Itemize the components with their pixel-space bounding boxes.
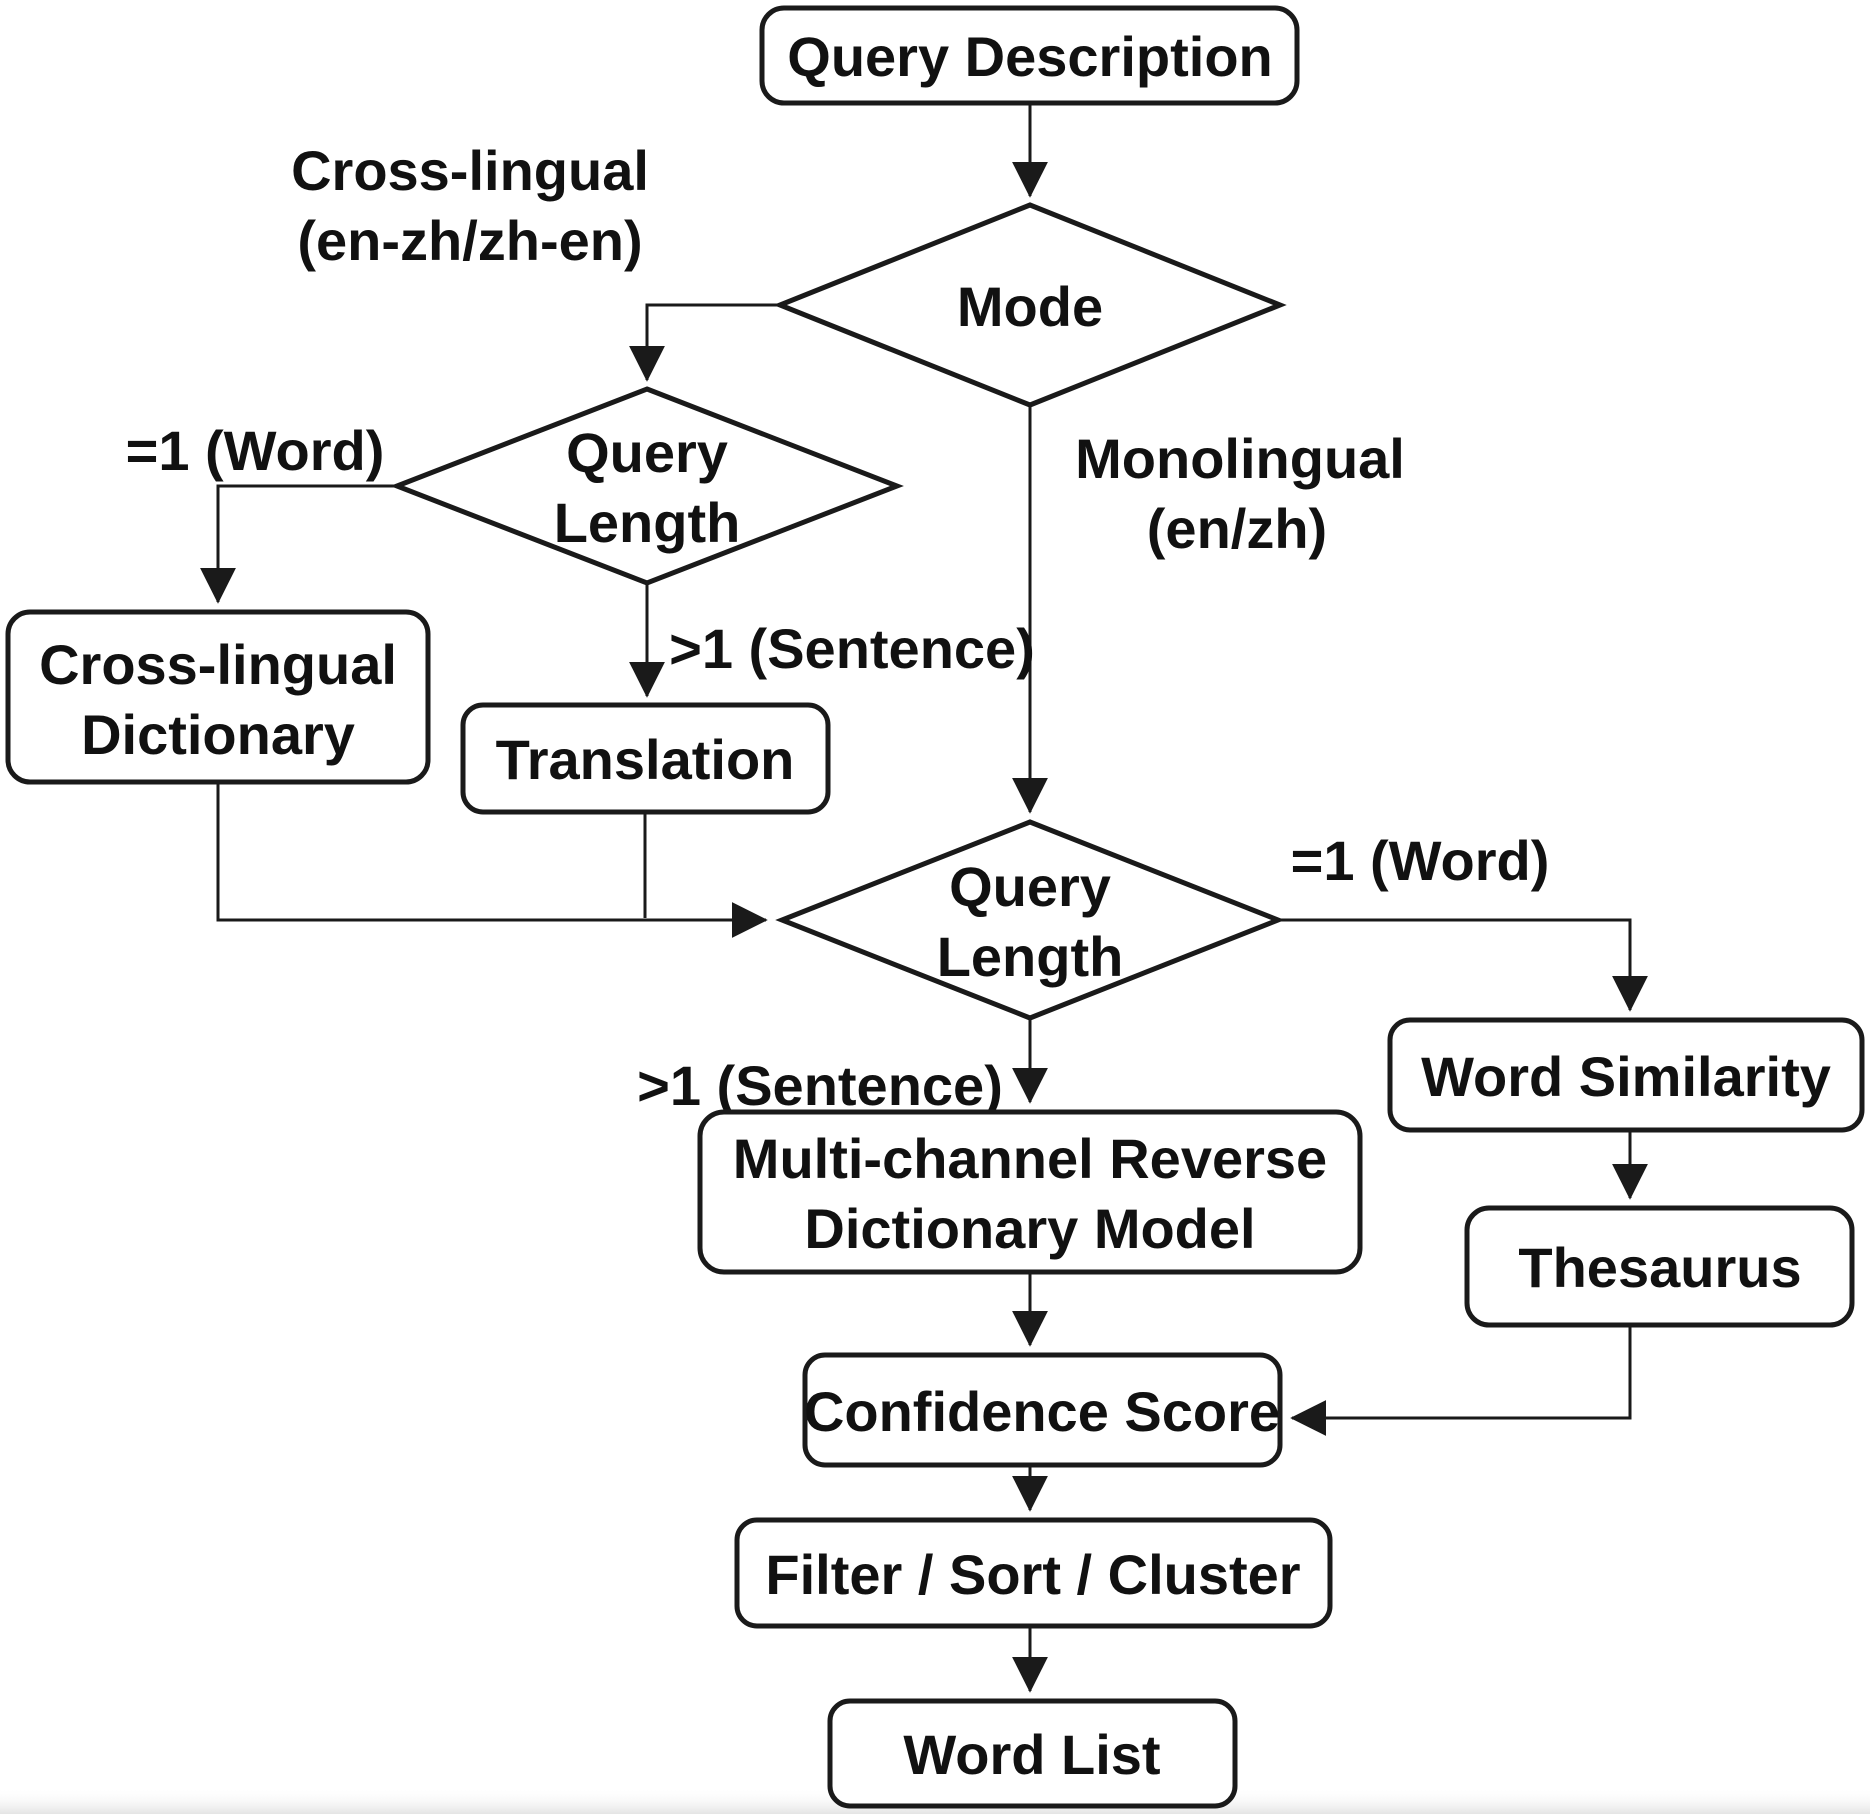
- node-cross-lingual-dictionary: Cross-lingual Dictionary: [5, 609, 431, 785]
- node-word-list: Word List: [827, 1698, 1238, 1809]
- translation-label: Translation: [496, 728, 795, 791]
- query-description-label: Query Description: [787, 25, 1272, 88]
- cross-lingual-dictionary-label-line2: Dictionary: [81, 703, 355, 766]
- mode-diamond: [773, 202, 1287, 408]
- edge-mode-to-query-length-1: [629, 303, 780, 382]
- label-cross-lingual-line1: Cross-lingual: [291, 139, 649, 202]
- label-ql2-eq1-word: =1 (Word): [1291, 829, 1550, 892]
- label-ql1-eq1-word: =1 (Word): [126, 419, 385, 482]
- filter-sort-cluster-box: [734, 1517, 1333, 1629]
- edge-thesaurus-to-confidence-score: [1290, 1325, 1632, 1436]
- word-similarity-box: [1387, 1017, 1865, 1133]
- word-similarity-label: Word Similarity: [1421, 1045, 1831, 1108]
- node-filter-sort-cluster: Filter / Sort / Cluster: [734, 1517, 1333, 1629]
- node-query-length-1: Query Length: [390, 386, 904, 586]
- node-query-length-2: Query Length: [775, 819, 1285, 1021]
- query-length-1-label-line2: Length: [554, 491, 741, 554]
- node-thesaurus: Thesaurus: [1464, 1205, 1855, 1328]
- node-mode: Mode: [773, 202, 1287, 408]
- label-ql2-gt1-sentence: >1 (Sentence): [637, 1054, 1003, 1117]
- query-length-1-diamond: [390, 386, 904, 586]
- word-list-box: [827, 1698, 1238, 1809]
- edge-query-length-2-to-word-similarity: [1278, 918, 1648, 1012]
- confidence-score-label: Confidence Score: [804, 1380, 1280, 1443]
- multi-channel-model-label-line2: Dictionary Model: [804, 1197, 1255, 1260]
- edges: [200, 103, 1648, 1693]
- nodes: Query Description Mode Query Length Cros…: [5, 5, 1865, 1809]
- label-cross-lingual-line2: (en-zh/zh-en): [297, 209, 642, 272]
- edge-labels: Cross-lingual (en-zh/zh-en) Monolingual …: [126, 139, 1550, 1117]
- cross-lingual-dictionary-box: [5, 609, 431, 785]
- node-confidence-score: Confidence Score: [802, 1352, 1283, 1468]
- label-monolingual-line2: (en/zh): [1147, 497, 1327, 560]
- thesaurus-box: [1464, 1205, 1855, 1328]
- mode-label: Mode: [957, 275, 1103, 338]
- query-length-2-diamond: [775, 819, 1285, 1021]
- label-monolingual-line1: Monolingual: [1075, 427, 1405, 490]
- query-length-2-label-line2: Length: [937, 925, 1124, 988]
- confidence-score-box: [802, 1352, 1283, 1468]
- multi-channel-model-label-line1: Multi-channel Reverse: [733, 1127, 1327, 1190]
- translation-box: [460, 702, 831, 815]
- filter-sort-cluster-label: Filter / Sort / Cluster: [765, 1543, 1300, 1606]
- query-length-1-label-line1: Query: [566, 421, 728, 484]
- edge-query-length-1-to-cross-lingual-dictionary: [200, 484, 397, 604]
- query-length-2-label-line1: Query: [949, 855, 1111, 918]
- node-query-description: Query Description: [759, 5, 1300, 106]
- label-ql1-gt1-sentence: >1 (Sentence): [669, 617, 1035, 680]
- cross-lingual-dictionary-label-line1: Cross-lingual: [39, 633, 397, 696]
- edge-cross-lingual-dictionary-to-query-length-2: [216, 782, 768, 938]
- query-description-box: [759, 5, 1300, 106]
- multi-channel-model-box: [697, 1109, 1363, 1275]
- node-multi-channel-model: Multi-channel Reverse Dictionary Model: [697, 1109, 1363, 1275]
- node-translation: Translation: [460, 702, 831, 815]
- node-word-similarity: Word Similarity: [1387, 1017, 1865, 1133]
- thesaurus-label: Thesaurus: [1518, 1236, 1801, 1299]
- word-list-label: Word List: [903, 1723, 1160, 1786]
